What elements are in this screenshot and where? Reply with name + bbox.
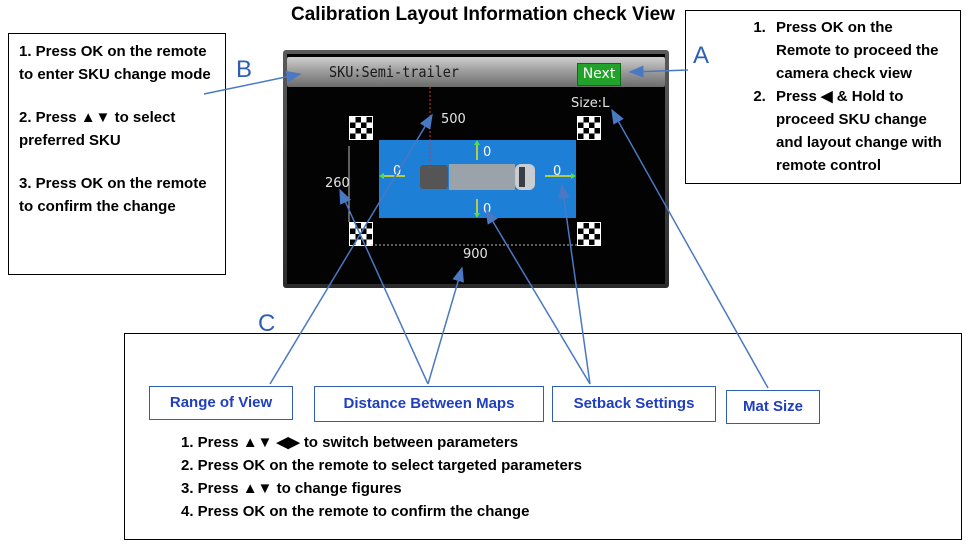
mat-size-label: Mat Size [726, 390, 820, 424]
param-step-1: 1. Press ▲▼ ◀▶ to switch between paramet… [181, 434, 519, 451]
next-instructions-box: Press OK on the Remote to proceed the ca… [685, 10, 961, 184]
setback-settings-label: Setback Settings [552, 386, 716, 422]
parameter-instructions-box: 1. Press ▲▼ ◀▶ to switch between paramet… [124, 333, 962, 540]
callout-letter-c: C [258, 310, 276, 337]
distance-between-maps-label: Distance Between Maps [314, 386, 544, 422]
sku-bar[interactable]: SKU:Semi-trailer Next [287, 57, 665, 87]
setback-right-value[interactable]: 0 [553, 164, 562, 179]
callout-letter-b: B [236, 56, 253, 83]
screen-guides [348, 87, 577, 246]
sku-step-2: 2. Press ▲▼ to select preferred SKU [19, 109, 176, 149]
device-screen: SKU:Semi-trailer Next Size:L 500 260 900… [283, 50, 669, 288]
sku-instructions-box: 1. Press OK on the remote to enter SKU c… [8, 33, 226, 275]
next-step-2: Press ◀ & Hold to proceed SKU change and… [770, 85, 950, 177]
bottom-distance-value[interactable]: 900 [463, 247, 488, 262]
param-step-4: 4. Press OK on the remote to confirm the… [181, 503, 530, 520]
next-button[interactable]: Next [577, 63, 621, 86]
param-step-2: 2. Press OK on the remote to select targ… [181, 457, 582, 474]
sku-step-3: 3. Press OK on the remote to confirm the… [19, 175, 207, 215]
diagram-title: Calibration Layout Information check Vie… [291, 4, 675, 25]
param-step-3: 3. Press ▲▼ to change figures [181, 480, 402, 497]
callout-letter-a: A [693, 42, 710, 69]
sku-step-1: 1. Press OK on the remote to enter SKU c… [19, 43, 211, 83]
setback-top-value[interactable]: 0 [483, 145, 492, 160]
calibration-mat-top-right [577, 116, 601, 140]
screen-display: SKU:Semi-trailer Next Size:L 500 260 900… [287, 54, 665, 284]
range-of-view-value[interactable]: 500 [441, 112, 466, 127]
sku-label: SKU:Semi-trailer [329, 63, 460, 81]
mat-size-value[interactable]: Size:L [571, 96, 610, 111]
next-step-1: Press OK on the Remote to proceed the ca… [770, 16, 950, 85]
range-of-view-label: Range of View [149, 386, 293, 420]
